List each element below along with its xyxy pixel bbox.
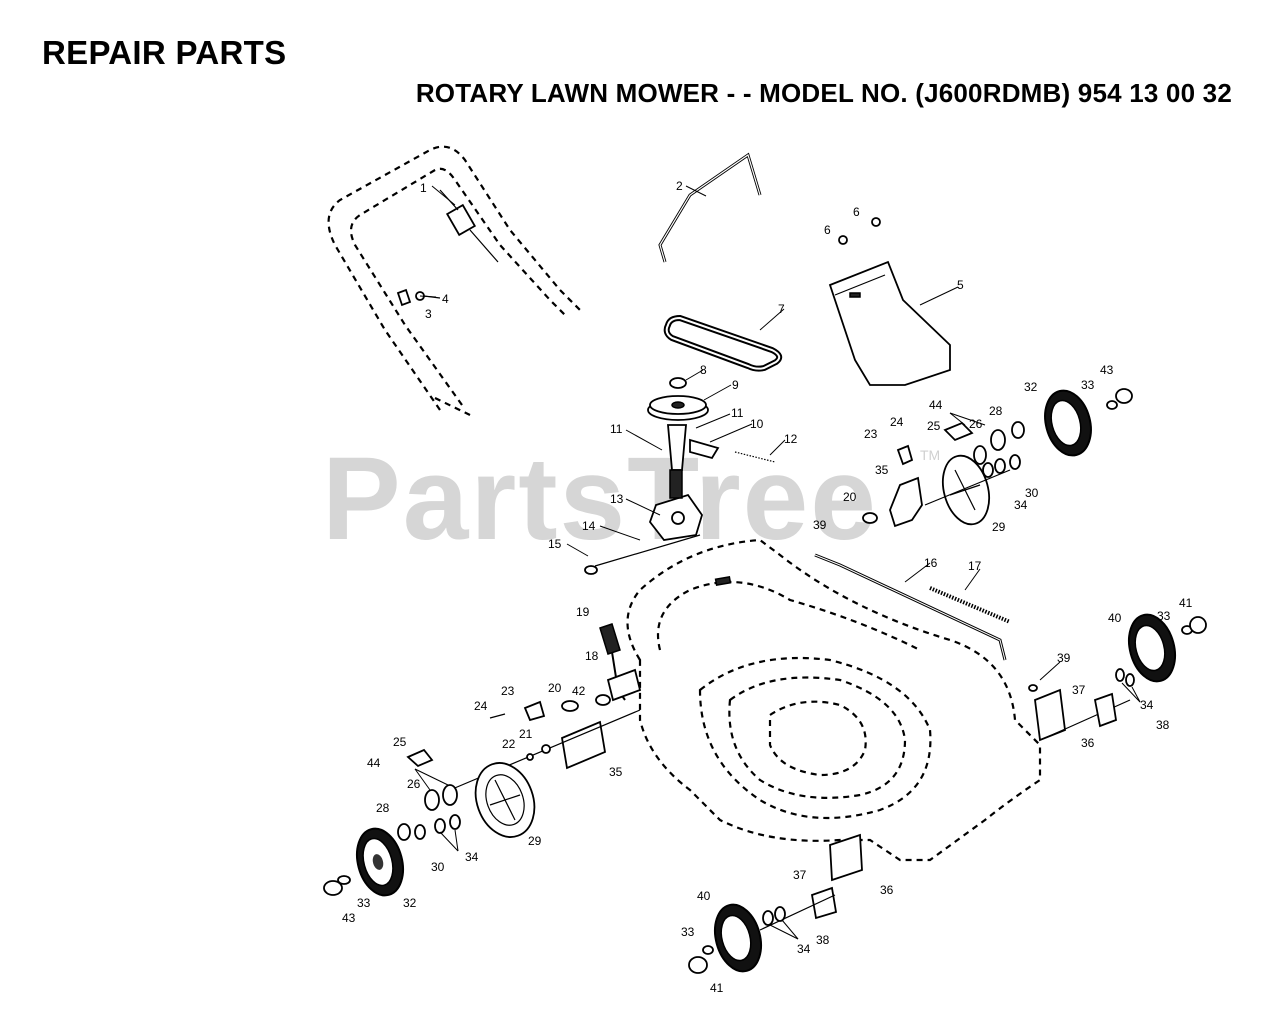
callout-35b: 35 [609,765,623,779]
callout-30b: 30 [431,860,445,874]
part-13-transmission [648,424,776,541]
callout-33b: 33 [1157,609,1171,623]
part-16-17-rod [814,553,1011,661]
callout-6b: 6 [853,205,860,219]
watermark: PartsTree [322,433,878,565]
callout-36a: 36 [1081,736,1095,750]
callout-30a: 30 [1025,486,1039,500]
callout-22: 22 [502,737,516,751]
callout-4: 4 [442,292,449,306]
callout-11a: 11 [610,422,623,436]
callout-33d: 33 [681,925,695,939]
callout-21: 21 [519,727,533,741]
callout-44a: 44 [929,398,943,412]
part-14-15-axle [584,534,701,575]
callout-1: 1 [420,181,427,195]
callout-28a: 28 [989,404,1003,418]
callout-3: 3 [425,307,432,321]
mower-deck [626,538,1042,862]
callout-6a: 6 [824,223,831,237]
callout-37a: 37 [1072,683,1086,697]
callout-13: 13 [610,492,624,506]
callout-34a: 34 [1014,498,1028,512]
callout-15: 15 [548,537,562,551]
page-title: REPAIR PARTS [42,34,287,71]
callout-26b: 26 [407,777,421,791]
left-rear-wheel-32 [323,827,405,897]
callout-36b: 36 [880,883,894,897]
callout-17: 17 [968,559,982,573]
handle-outline [327,145,581,416]
callout-12: 12 [784,432,798,446]
callout-29a: 29 [992,520,1006,534]
callout-34c: 34 [465,850,479,864]
callout-34d: 34 [797,942,811,956]
callout-33c: 33 [357,896,371,910]
callout-38a: 38 [1156,718,1170,732]
model-subtitle: ROTARY LAWN MOWER - - MODEL NO. (J600RDM… [415,78,1232,108]
callout-23a: 23 [864,427,878,441]
callout-44b: 44 [367,756,381,770]
left-small-parts [397,748,461,841]
part-2-bail [658,152,762,263]
callout-32a: 32 [1024,380,1038,394]
callout-43b: 43 [342,911,356,925]
part-5-chute [828,217,951,386]
callout-41b: 41 [710,981,724,995]
callout-24a: 24 [890,415,904,429]
callout-40b: 40 [697,889,711,903]
part-1-control [439,189,499,263]
front-right-wheel-40 [1028,613,1207,742]
callout-25b: 25 [393,735,407,749]
callout-43a: 43 [1100,363,1114,377]
callout-23b: 23 [501,684,515,698]
callout-41a: 41 [1179,596,1193,610]
callout-37b: 37 [793,868,807,882]
callout-39a: 39 [813,518,827,532]
callout-20b: 20 [548,681,562,695]
callout-25a: 25 [927,419,941,433]
callout-42: 42 [572,684,586,698]
callout-19: 19 [576,605,590,619]
callout-7: 7 [778,302,785,316]
callout-5: 5 [957,278,964,292]
callout-35a: 35 [875,463,889,477]
callout-10: 10 [750,417,764,431]
callout-8: 8 [700,363,707,377]
callout-9: 9 [732,378,739,392]
callout-39b: 39 [1057,651,1071,665]
right-rear-assembly [862,388,1133,528]
callout-38b: 38 [816,933,830,947]
leader-lines [414,185,1141,940]
callout-16: 16 [924,556,938,570]
callout-34b: 34 [1140,698,1154,712]
callout-11b: 11 [731,406,744,420]
callout-20a: 20 [843,490,857,504]
callout-29b: 29 [528,834,542,848]
callout-40a: 40 [1108,611,1122,625]
callout-33a: 33 [1081,378,1095,392]
callout-2: 2 [676,179,683,193]
front-left-wheel-40 [688,833,863,974]
callout-numbers: 1 2 3 4 5 6 6 7 8 9 10 11 11 12 13 14 15… [342,179,1193,995]
callout-24b: 24 [474,699,488,713]
left-hub-29 [474,762,536,838]
callout-26a: 26 [969,417,983,431]
callout-32b: 32 [403,896,417,910]
part-8-9-pulley [647,377,709,421]
callout-14: 14 [582,519,596,533]
callout-28b: 28 [376,801,390,815]
callout-18: 18 [585,649,599,663]
watermark-tm: TM [920,447,941,463]
part-7-belt [663,314,783,372]
part-3-4-bolt [396,288,441,307]
part-18-19-lever [599,623,642,702]
